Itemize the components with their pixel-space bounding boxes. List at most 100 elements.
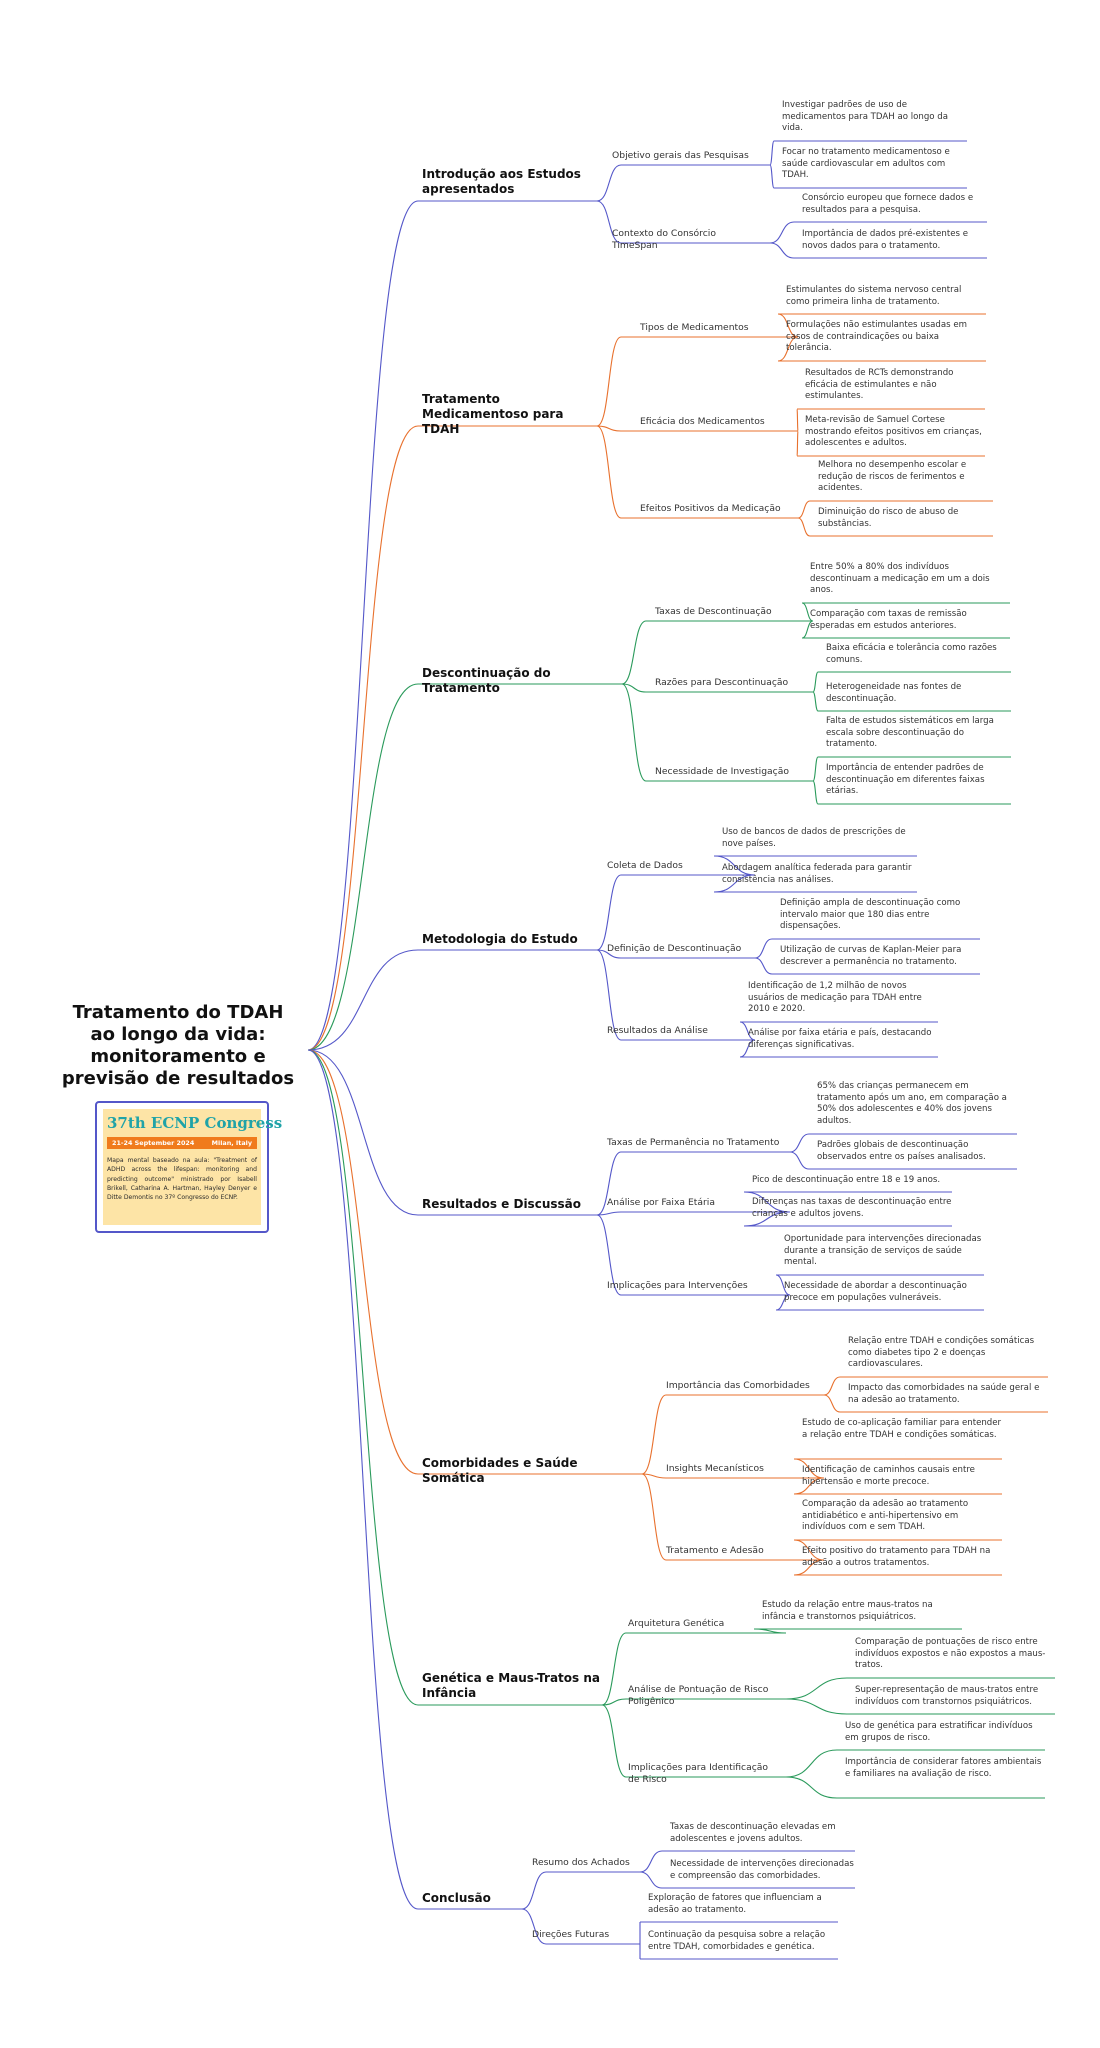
subtopic-connector [521,1871,547,1910]
main-topic: Resultados e Discussão [422,1197,581,1211]
leaf-topic: Necessidade de intervenções direcionadas… [670,1859,854,1881]
leaf-connector [775,1274,791,1296]
subtopic: Arquitetura Genética [628,1618,725,1629]
subtopic: Taxas de Permanência no Tratamento [607,1137,780,1148]
leaf-topic: Abordagem analítica federada para garant… [722,863,912,885]
subtopic: Resumo dos Achados [532,1857,630,1868]
leaf-topic: Pico de descontinuação entre 18 e 19 ano… [752,1175,941,1185]
leaf-topic: Comparação de pontuações de risco entre … [855,1637,1046,1670]
leaf-topic: Estudo da relação entre maus-tratos na i… [762,1600,933,1622]
leaf-topic: 65% das crianças permanecem em tratament… [817,1081,1007,1126]
branch-connector [307,1049,419,1706]
leaf-connector [639,1871,663,1889]
leaf-connector [812,671,819,693]
branch-connector [307,1049,419,1475]
subtopic: Implicações para Identificação de Risco [628,1762,769,1785]
subtopic-connector [621,620,647,685]
subtopic: Tratamento e Adesão [666,1545,764,1556]
branch-connector [307,1049,419,1910]
leaf-connector [769,242,795,259]
congress-badge: 37th ECNP Congress 21-24 September 2024 … [95,1101,282,1233]
leaf-topic: Formulações não estimulantes usadas em c… [786,320,968,353]
leaf-topic: Padrões globais de descontinuação observ… [817,1140,986,1162]
root-topic: Tratamento do TDAH ao longo da vida: mon… [61,1002,295,1089]
leaf-connector [789,1151,810,1170]
subtopic-connector [621,683,647,782]
branch-connector [307,200,419,1051]
subtopic-connector [596,425,622,519]
leaf-topic: Investigar padrões de uso de medicamento… [782,100,948,133]
subtopic-connector [596,1214,622,1296]
leaf-topic: Meta-revisão de Samuel Cortese mostrando… [805,415,982,448]
leaf-connector [812,691,819,712]
leaf-topic: Melhora no desempenho escolar e redução … [818,460,967,493]
subtopic-connector [641,1473,667,1561]
subtopic: Análise de Pontuação de Risco Poligênico [628,1684,769,1707]
leaf-topic: Comparação da adesão ao tratamento antid… [802,1499,969,1532]
leaf-topic: Super-representação de maus-tratos entre… [855,1685,1039,1707]
congress-badge-card: 37th ECNP Congress 21-24 September 2024 … [103,1109,282,1225]
leaf-topic: Necessidade de abordar a descontinuação … [784,1281,967,1303]
leaf-topic: Identificação de 1,2 milhão de novos usu… [748,981,922,1014]
leaf-connector [743,1191,791,1213]
leaf-connector [754,938,773,959]
subtopic: Tipos de Medicamentos [640,322,749,333]
leaf-topic: Diferenças nas taxas de descontinuação e… [752,1197,952,1219]
subtopic: Direções Futuras [532,1929,610,1940]
leaf-connector [639,1850,663,1873]
subtopic: Razões para Descontinuação [655,677,789,688]
leaf-topic: Heterogeneidade nas fontes de descontinu… [826,682,962,704]
leaf-connector [796,430,799,457]
leaf-topic: Estudo de co-aplicação familiar para ent… [802,1418,1002,1440]
congress-title: 37th ECNP Congress [107,1114,283,1132]
leaf-connector [823,1394,841,1413]
congress-dates: 21-24 September 2024 [112,1139,195,1147]
subtopic-connector [641,1473,667,1479]
subtopic-connector [596,949,622,959]
subtopic-connector [596,425,622,432]
subtopic: Eficácia dos Medicamentos [640,416,765,427]
leaf-topic: Estimulantes do sistema nervoso central … [786,285,962,307]
subtopic: Efeitos Positivos da Medicação [640,503,781,514]
main-topic: Conclusão [422,1891,491,1905]
leaf-topic: Exploração de fatores que influenciam a … [648,1893,822,1915]
subtopic-connector [641,1394,667,1475]
congress-city: Milan, Italy [211,1139,252,1147]
leaf-topic: Falta de estudos sistemáticos em larga e… [826,716,994,749]
leaf-connector [793,1539,825,1561]
leaf-topic: Importância de dados pré-existentes e no… [802,229,968,251]
subtopic: Objetivo gerais das Pesquisas [612,150,749,161]
subtopic: Importância das Comorbidades [666,1380,810,1391]
leaf-connector [797,517,811,537]
subtopic: Coleta de Dados [607,860,683,871]
subtopic-connector [521,1908,547,1945]
congress-description: Mapa mental baseado na aula: "Treatment … [107,1157,257,1202]
leaf-topic: Focar no tratamento medicamentoso e saúd… [782,147,950,180]
subtopic: Taxas de Descontinuação [655,606,772,617]
leaf-topic: Continuação da pesquisa sobre a relação … [648,1930,826,1952]
leaf-topic: Utilização de curvas de Kaplan-Meier par… [780,945,962,967]
leaf-connector [785,1677,848,1700]
main-topic: Tratamento Medicamentoso para TDAH [422,392,564,436]
leaf-topic: Comparação com taxas de remissão esperad… [810,609,967,631]
leaf-topic: Uso de genética para estratificar indiví… [845,1721,1033,1743]
leaf-topic: Oportunidade para intervenções direciona… [784,1234,982,1267]
congress-info-bar: 21-24 September 2024 Milan, Italy [107,1137,257,1149]
leaf-topic: Entre 50% a 80% dos indivíduos descontin… [810,562,990,595]
main-topic: Introdução aos Estudos apresentados [422,167,581,196]
leaf-connector [754,957,773,975]
leaf-connector [785,1698,848,1715]
subtopic-connector [596,336,622,427]
subtopic: Definição de Descontinuação [607,943,742,954]
subtopic-connector [601,1704,627,1778]
main-topic: Descontinuação do Tratamento [422,666,551,695]
subtopic-connector [601,1698,627,1706]
leaf-connector [777,313,799,338]
leaf-connector [823,1376,841,1396]
leaf-topic: Baixa eficácia e tolerância como razões … [826,643,997,665]
subtopic: Análise por Faixa Etária [607,1197,715,1208]
subtopic: Resultados da Análise [607,1025,708,1036]
leaf-topic: Consórcio europeu que fornece dados e re… [802,193,974,215]
leaf-topic: Diminuição do risco de abuso de substânc… [818,507,959,529]
